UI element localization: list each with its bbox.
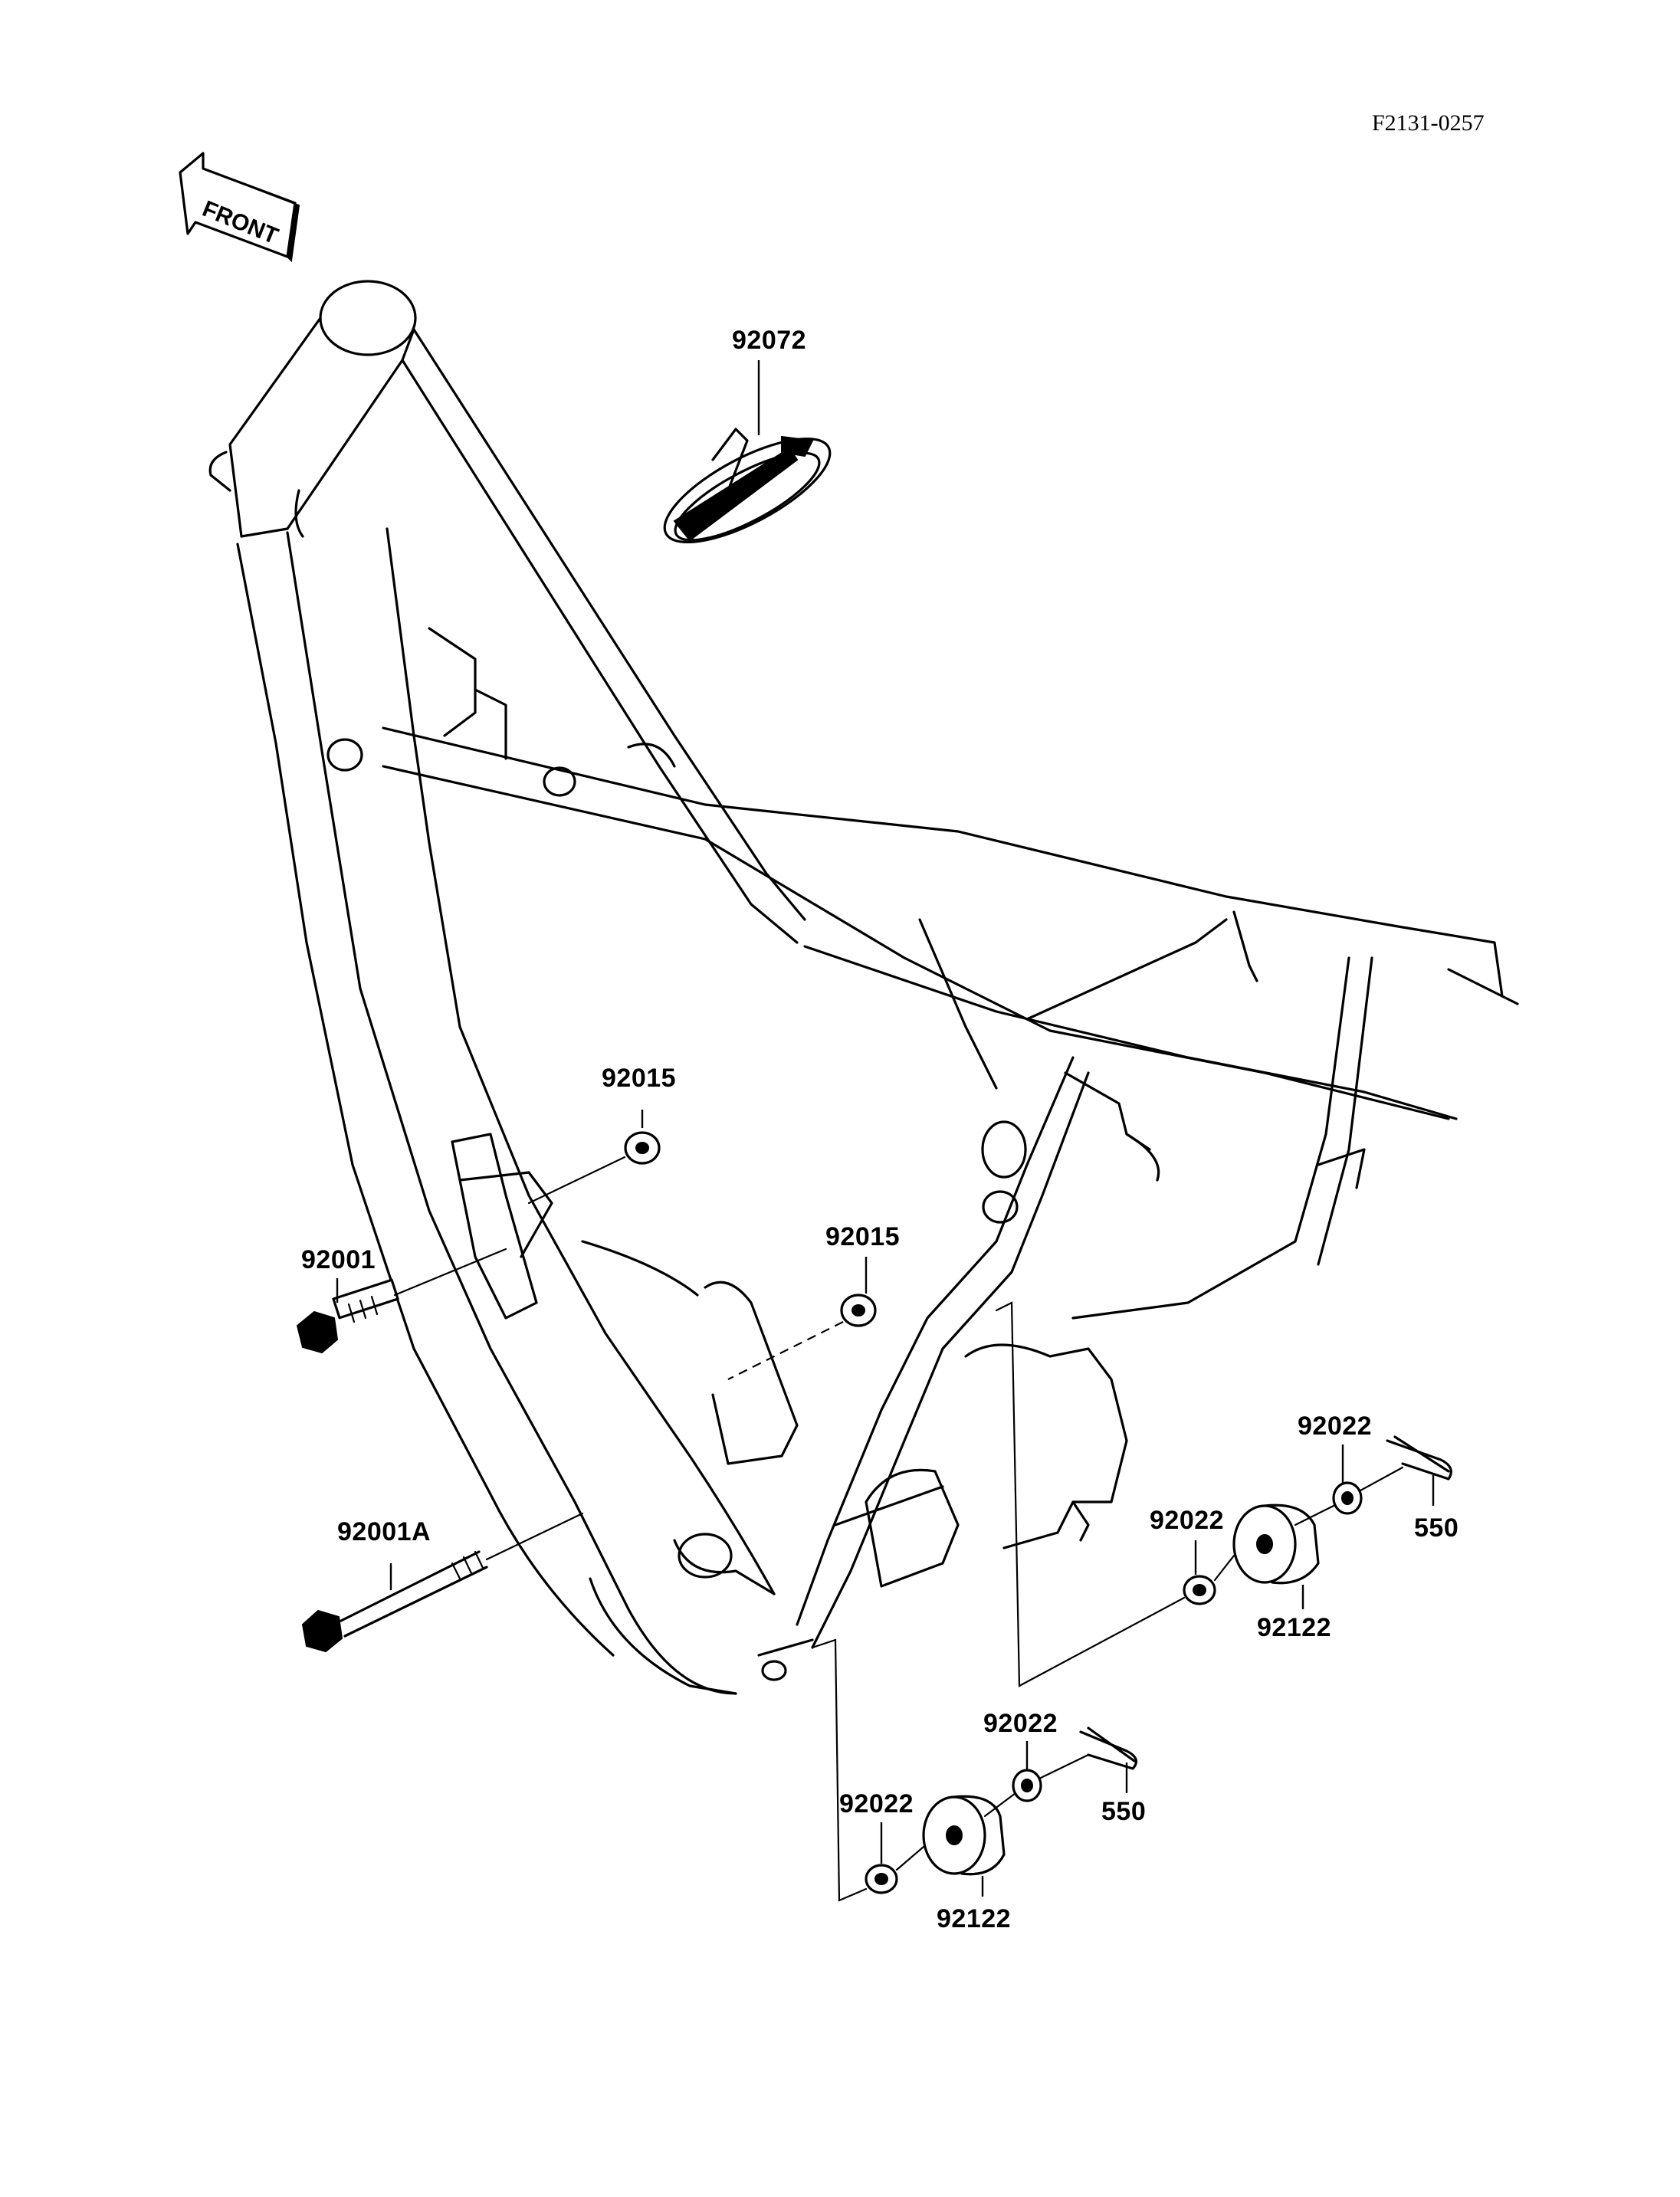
pin-550-lower [1079, 1726, 1138, 1770]
lower-damper-group: 550 92022 92122 92022 [811, 1638, 1146, 1933]
motorcycle-frame [208, 280, 1519, 1695]
battery-strap-92072: 92072 [663, 326, 832, 544]
label-92072: 92072 [732, 326, 806, 355]
label-92015-middle: 92015 [825, 1222, 900, 1251]
pin-550-right [1386, 1435, 1452, 1481]
bolt-92001 [296, 1278, 399, 1354]
right-damper-group: 550 92022 92122 92022 [995, 1301, 1459, 1687]
reference-code: F2131-0257 [1372, 110, 1485, 136]
label-92022-lower-top: 92022 [983, 1709, 1058, 1738]
label-92122-right: 92122 [1257, 1613, 1331, 1642]
label-92122-lower: 92122 [937, 1904, 1011, 1933]
washer-92022-right-top [1332, 1481, 1363, 1515]
washer-92022-lower-top [1012, 1769, 1042, 1802]
bolt-92001A [301, 1550, 488, 1653]
label-92022-right-inner: 92022 [1150, 1506, 1224, 1535]
damper-92122-lower [922, 1795, 1006, 1876]
label-550-lower: 550 [1101, 1797, 1146, 1826]
label-92015-upper: 92015 [602, 1064, 676, 1093]
label-92001A: 92001A [337, 1517, 431, 1546]
label-92022-lower-inner: 92022 [839, 1789, 914, 1818]
label-92022-right-top: 92022 [1298, 1412, 1372, 1441]
label-92001: 92001 [301, 1245, 376, 1274]
middle-mount-group: 92015 [727, 1222, 900, 1380]
front-arrow-icon: FRONT [179, 152, 300, 263]
damper-92122-right [1232, 1503, 1320, 1585]
washer-92022-right-inner [1183, 1575, 1216, 1605]
label-550-right: 550 [1414, 1513, 1459, 1543]
nut-92015-upper [624, 1131, 661, 1165]
lower-bolt-group: 92001A [301, 1512, 584, 1653]
nut-92015-middle [840, 1294, 877, 1327]
steering-head [319, 280, 417, 356]
washer-92022-lower-inner [865, 1864, 898, 1894]
upper-mount-group: 92015 92001 [296, 1064, 676, 1354]
